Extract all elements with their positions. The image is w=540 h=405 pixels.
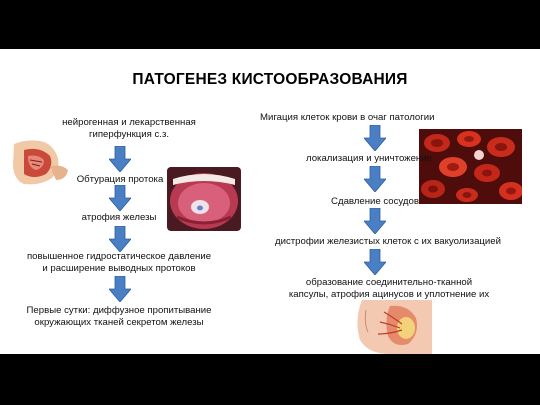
left-step-1: нейрогенная и лекарственная гиперфункция… [34,117,224,141]
right-step-5-line1: образование соединительно-тканной [305,277,473,288]
slide: ПАТОГЕНЕЗ КИСТООБРАЗОВАНИЯ [0,49,540,354]
face-gland-illustration [350,300,432,354]
down-arrow-icon [109,146,131,172]
left-step-4-line2: и расширение выводных протоков [42,263,196,274]
left-step-3: атрофия железы [81,212,157,223]
right-step-5-line2: капсулы, атрофия ацинусов и уплотнение и… [288,289,490,300]
right-step-1: Мигация клеток крови в очаг патологии [260,112,435,123]
down-arrow-icon [109,276,131,302]
left-step-1-line1: нейрогенная и лекарственная [62,117,196,128]
left-step-5-line1: Первые сутки: диффузное пропитывание [26,305,212,316]
left-step-1-line2: гиперфункция с.з. [88,129,170,140]
down-arrow-icon [109,226,131,252]
down-arrow-icon [364,249,386,275]
right-step-5: образование соединительно-тканной капсул… [270,277,508,301]
right-step-3: Сдавление сосудов [331,196,419,207]
slide-title: ПАТОГЕНЕЗ КИСТООБРАЗОВАНИЯ [132,71,408,88]
down-arrow-icon [364,166,386,192]
left-step-5-line2: окружающих тканей секретом железы [34,317,204,328]
down-arrow-icon [109,185,131,211]
oral-cavity-photo [167,167,241,231]
left-step-5: Первые сутки: диффузное пропитывание окр… [24,305,214,329]
left-step-4: повышенное гидростатическое давление и р… [24,251,214,275]
blood-cells-illustration [419,129,522,204]
right-step-2: локализация и уничтожение [306,153,432,164]
down-arrow-icon [364,125,386,151]
down-arrow-icon [364,208,386,234]
head-anatomy-illustration [10,136,72,188]
left-step-4-line1: повышенное гидростатическое давление [26,251,212,262]
right-step-4: дистрофии железистых клеток с их вакуоли… [275,236,501,247]
left-step-2: Обтурация протока [76,174,164,185]
